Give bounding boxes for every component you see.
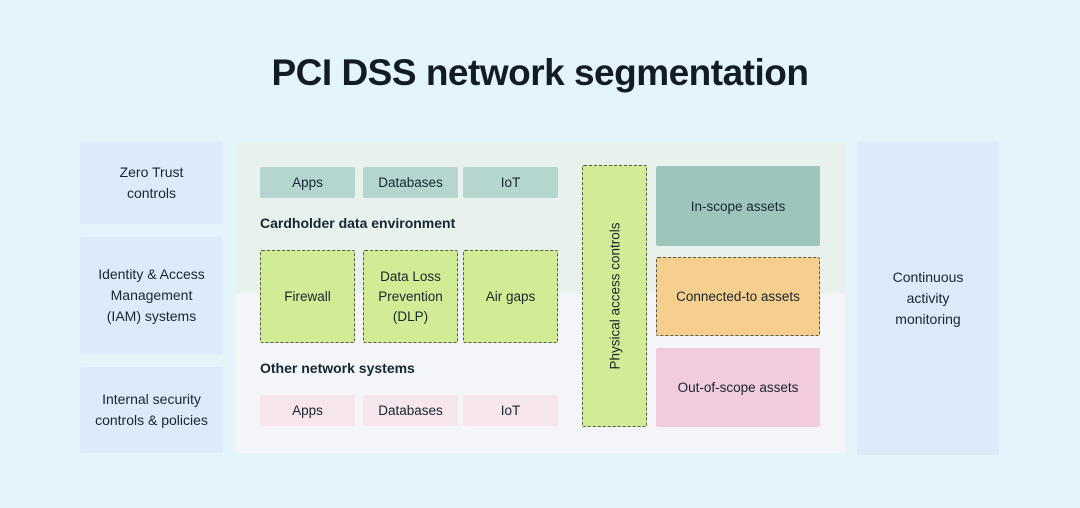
air-gaps-label: Air gaps: [485, 288, 536, 304]
dlp-label: Data Loss Prevention (DLP): [378, 268, 443, 324]
zero-trust-controls-box: Zero Trust controls: [80, 142, 223, 224]
cde-databases-label: Databases: [378, 175, 443, 190]
physical-access-controls-box: Physical access controls: [582, 165, 647, 427]
out-of-scope-assets-box: Out-of-scope assets: [656, 348, 820, 427]
iam-systems-box: Identity & Access Management (IAM) syste…: [80, 237, 223, 354]
air-gaps-box: Air gaps: [463, 250, 558, 343]
internal-security-box: Internal security controls & policies: [80, 367, 223, 453]
cde-databases-chip: Databases: [363, 167, 458, 198]
firewall-box: Firewall: [260, 250, 355, 343]
cde-zone-label: Cardholder data environment: [260, 215, 456, 231]
other-apps-chip: Apps: [260, 395, 355, 426]
cde-apps-chip: Apps: [260, 167, 355, 198]
other-databases-chip: Databases: [363, 395, 458, 426]
out-of-scope-assets-label: Out-of-scope assets: [677, 380, 799, 395]
cde-apps-label: Apps: [292, 175, 323, 190]
connected-to-assets-box: Connected-to assets: [656, 257, 820, 336]
other-zone-label: Other network systems: [260, 360, 415, 376]
in-scope-assets-label: In-scope assets: [690, 198, 786, 214]
page-title: PCI DSS network segmentation: [271, 52, 810, 93]
firewall-label: Firewall: [284, 288, 331, 304]
zero-trust-controls-label: Zero Trust controls: [119, 164, 184, 201]
other-apps-label: Apps: [292, 403, 323, 418]
continuous-monitoring-label: Continuous activity monitoring: [892, 269, 964, 327]
dlp-box: Data Loss Prevention (DLP): [363, 250, 458, 343]
other-iot-chip: IoT: [463, 395, 558, 426]
continuous-monitoring-box: Continuous activity monitoring: [857, 142, 999, 455]
in-scope-assets-box: In-scope assets: [656, 166, 820, 246]
connected-to-assets-label: Connected-to assets: [676, 289, 800, 304]
other-databases-label: Databases: [378, 403, 443, 418]
iam-systems-label: Identity & Access Management (IAM) syste…: [98, 266, 205, 324]
cde-iot-label: IoT: [500, 175, 521, 190]
internal-security-label: Internal security controls & policies: [95, 391, 208, 428]
physical-access-controls-label: Physical access controls: [607, 222, 622, 370]
cde-iot-chip: IoT: [463, 167, 558, 198]
other-iot-label: IoT: [500, 403, 521, 418]
network-panel: Apps Databases IoT Cardholder data envir…: [236, 142, 845, 453]
